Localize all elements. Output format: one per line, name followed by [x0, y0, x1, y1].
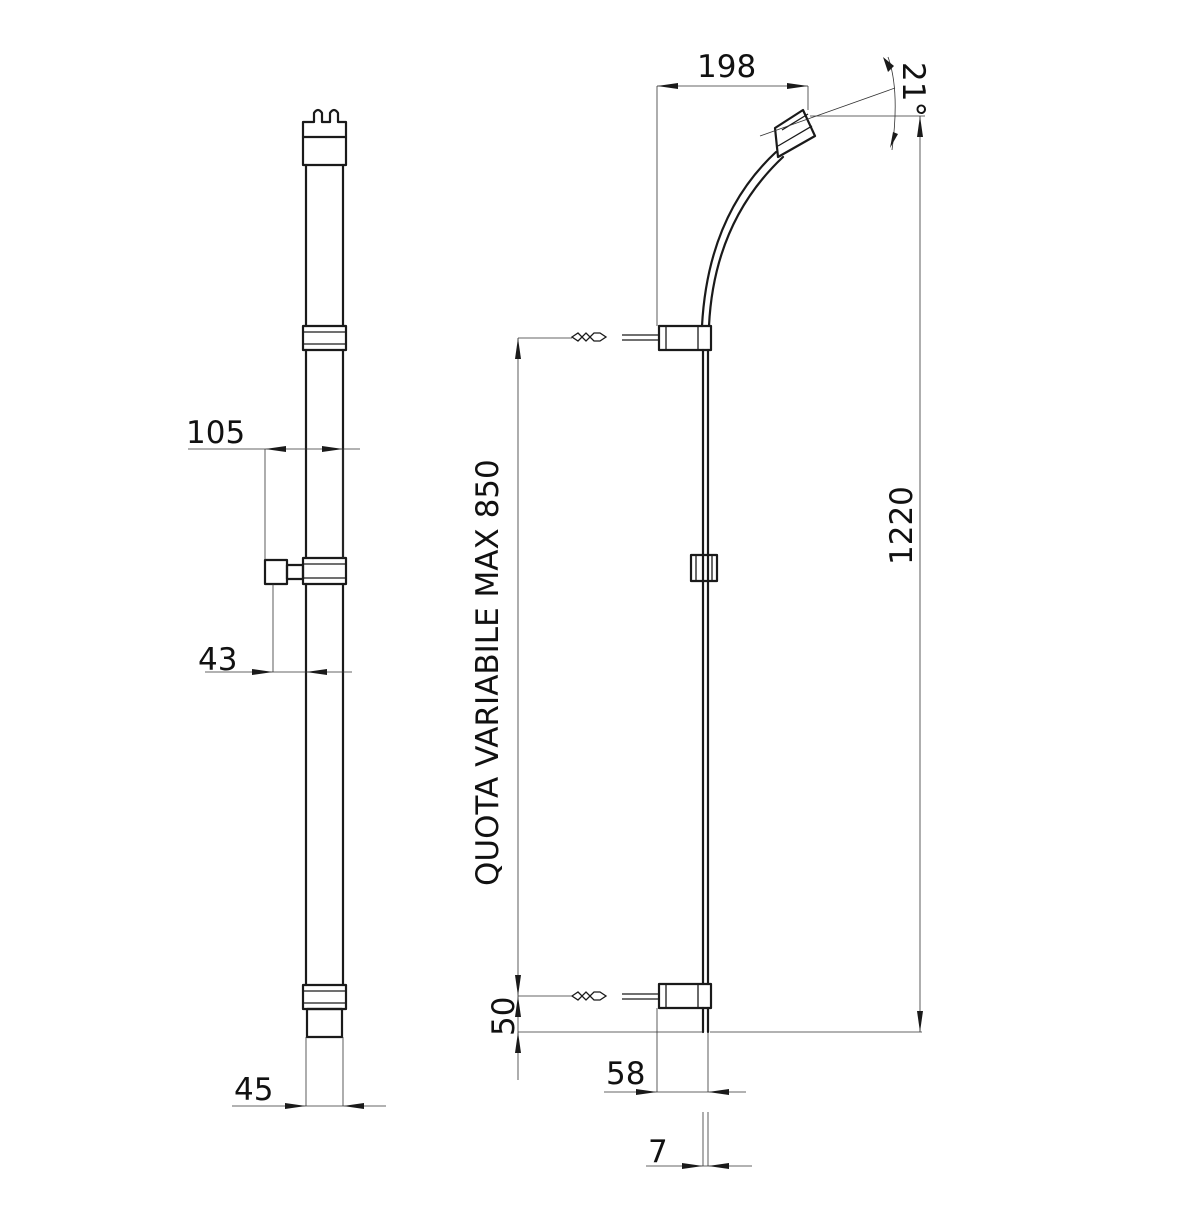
dim-1220: 1220 — [710, 116, 923, 1033]
top-cap — [301, 135, 348, 167]
dim-45: 45 — [232, 1037, 386, 1109]
lower-bracket-ring — [301, 983, 348, 1011]
lower-wall-bracket — [657, 982, 713, 1010]
dim-198: 198 — [656, 49, 809, 326]
handshower-holder — [263, 558, 289, 586]
slide-bar-side-view — [570, 108, 817, 1034]
dim-43: 43 — [198, 584, 352, 678]
upper-bracket-ring — [301, 324, 348, 352]
dim-21-angle: 21° — [759, 56, 931, 151]
dim-58-label: 58 — [606, 1056, 645, 1092]
shower-hose — [700, 150, 778, 328]
dim-105: 105 — [186, 415, 360, 560]
lower-wall-plug-icon — [570, 991, 608, 1001]
handshower-head — [773, 108, 817, 159]
top-hook — [301, 108, 348, 139]
side-slider-clip — [689, 553, 719, 583]
dim-198-label: 198 — [697, 49, 756, 85]
variable-height-label: QUOTA VARIABILE MAX 850 — [470, 459, 506, 886]
dim-1220-label: 1220 — [884, 486, 920, 565]
dim-50: 50 — [486, 996, 703, 1080]
dim-7: 7 — [646, 1112, 752, 1170]
slide-bar-front-view — [263, 108, 348, 1039]
dim-50-label: 50 — [486, 997, 522, 1036]
dim-43-label: 43 — [198, 642, 237, 678]
bottom-end-cap — [305, 1007, 344, 1039]
upper-wall-bracket — [657, 324, 713, 352]
dim-45-label: 45 — [234, 1072, 273, 1108]
dim-variable-height: QUOTA VARIABILE MAX 850 — [470, 337, 572, 997]
dim-21-label: 21° — [895, 62, 931, 117]
slider-ring — [301, 556, 348, 586]
dim-7-label: 7 — [648, 1134, 668, 1170]
dim-58: 58 — [604, 1008, 746, 1095]
upper-wall-plug-icon — [570, 332, 608, 342]
dim-105-label: 105 — [186, 415, 245, 451]
